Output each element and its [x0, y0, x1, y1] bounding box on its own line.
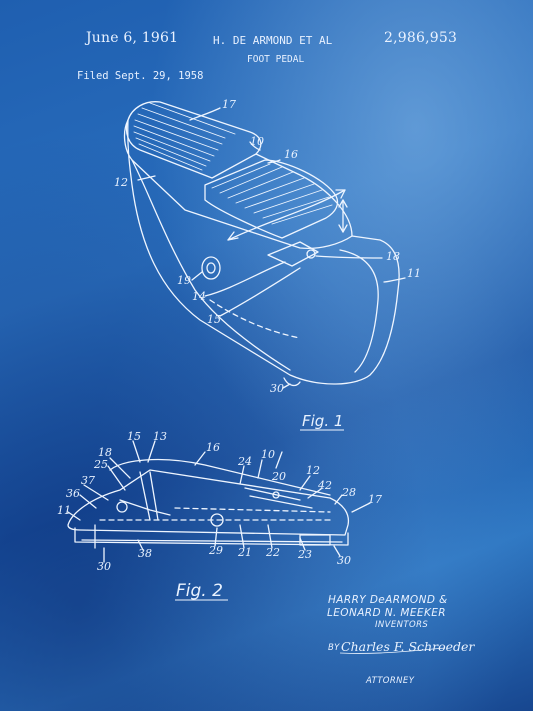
- attorney-signature: Charles F. Schroeder: [341, 639, 475, 654]
- fig2-label-24: 24: [237, 455, 252, 468]
- patent-title: FOOT PEDAL: [247, 54, 305, 65]
- by-label: BY: [328, 643, 340, 653]
- fig2-label-38: 38: [138, 547, 152, 560]
- inventor-line-1: HARRY DeARMOND &: [328, 594, 448, 606]
- fig1-label-14: 14: [192, 290, 206, 303]
- fig1-label-18: 18: [386, 250, 400, 263]
- fig1-label-17: 17: [222, 98, 236, 111]
- attorney-label: ATTORNEY: [366, 676, 415, 686]
- inventors-label: INVENTORS: [375, 620, 429, 630]
- fig1-label-12: 12: [114, 176, 128, 189]
- fig2-label-12: 12: [306, 464, 320, 477]
- fig1-label-30: 30: [270, 382, 284, 395]
- fig2-label-28: 28: [341, 486, 356, 499]
- fig2-label-17: 17: [368, 493, 382, 506]
- fig2-label-13: 13: [153, 430, 167, 443]
- fig2-label-42: 42: [317, 479, 332, 492]
- fig2-label-10: 10: [261, 448, 275, 461]
- fig1-label-11: 11: [407, 267, 421, 280]
- fig2-label-22: 22: [265, 546, 280, 559]
- patent-inventor-header: H. DE ARMOND ET AL: [213, 34, 333, 47]
- fig2-label-29: 29: [208, 544, 223, 557]
- fig1-label-19: 19: [177, 274, 191, 287]
- fig2-label-20: 20: [271, 470, 286, 483]
- fig1-label-10: 10: [250, 135, 264, 148]
- fig2-label-36: 36: [66, 487, 80, 500]
- fig1-caption: Fig. 1: [302, 412, 343, 430]
- patent-number: 2,986,953: [384, 30, 458, 46]
- fig2-pedal-drawing: [67, 440, 371, 563]
- fig2-label-23: 23: [297, 548, 312, 561]
- fig1-label-16: 16: [284, 148, 298, 161]
- fig2-caption: Fig. 2: [176, 581, 223, 601]
- fig2-label-11: 11: [57, 504, 71, 517]
- fig2-label-25: 25: [93, 458, 108, 471]
- signature-underline: [339, 647, 446, 654]
- fig2-label-21: 21: [237, 546, 252, 559]
- fig2-label-16: 16: [206, 441, 220, 454]
- fig2-label-15: 15: [127, 430, 141, 443]
- patent-date: June 6, 1961: [86, 30, 179, 46]
- filed-date: Filed Sept. 29, 1958: [77, 70, 204, 82]
- inventor-line-2: LEONARD N. MEEKER: [327, 607, 446, 619]
- fig2-label-18: 18: [98, 446, 112, 459]
- fig2-label-37: 37: [81, 474, 95, 487]
- fig2-label-30-right: 30: [337, 554, 351, 567]
- fig1-pedal-drawing: [123, 101, 406, 389]
- fig2-label-30-left: 30: [97, 560, 111, 573]
- fig1-label-15: 15: [207, 313, 221, 326]
